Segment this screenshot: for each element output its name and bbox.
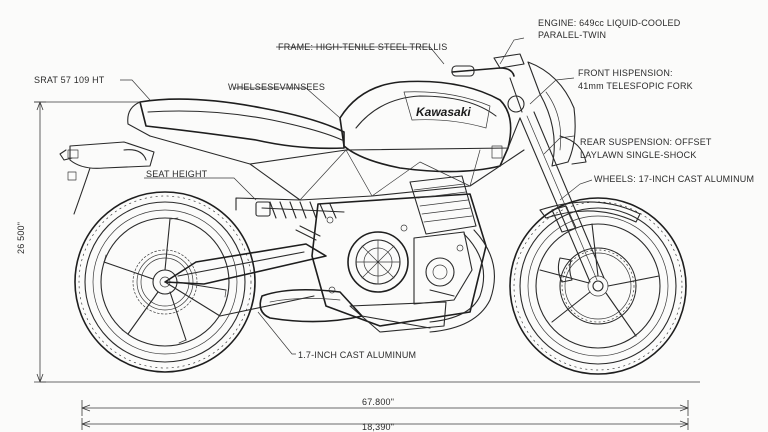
dimension-lines — [34, 101, 700, 430]
rear-suspension-label: REAR SUSPENSION: OFFSET — [580, 137, 712, 147]
front-wheel — [509, 197, 687, 375]
trellis-frame — [149, 117, 525, 211]
frame-label: FRAME: HIGH-TENILE STEEL TRELLIS — [278, 42, 447, 52]
swingarm — [164, 243, 327, 317]
handlebar — [451, 53, 525, 113]
front-suspension-label-line2: 41mm TELESFOPIC FORK — [578, 81, 693, 91]
seat-height-label: SEAT HEIGHT — [146, 169, 208, 179]
front-suspension-label: FRONT HISPENSION: — [578, 68, 673, 78]
engine — [311, 175, 487, 333]
leader-lines — [120, 37, 593, 355]
seat — [127, 98, 345, 150]
rear-shock — [255, 201, 345, 219]
front-fork — [519, 61, 641, 283]
cast-aluminum-label: 1.7-INCH CAST ALUMINUM — [298, 350, 416, 360]
fuel-tank: Kawasaki — [339, 80, 512, 173]
footpegs — [295, 225, 455, 297]
overall-length-label: 18,390" — [362, 422, 394, 432]
wheelbase-dimension-label: 67.800" — [362, 397, 394, 407]
tail-section — [59, 141, 155, 215]
brand-logo: Kawasaki — [416, 105, 471, 119]
wheelbase-label: WHELSESEVMNSEES — [228, 82, 325, 92]
height-dimension-label: 26 500" — [16, 222, 26, 254]
seat-height-top-label: SRAT 57 109 HT — [34, 75, 105, 85]
engine-label-line2: PARALEL-TWIN — [538, 30, 606, 40]
exhaust — [259, 229, 495, 333]
rear-suspension-label-line2: LAYLAWN SINGLE-SHOCK — [580, 150, 697, 160]
engine-label: ENGINE: 649cc LIQUID-COOLED — [538, 18, 681, 28]
wheels-label: WHEELS: 17-INCH CAST ALUMINUM — [594, 174, 754, 184]
annotations: ENGINE: 649cc LIQUID-COOLED PARALEL-TWIN… — [16, 18, 754, 432]
rear-wheel — [74, 191, 256, 373]
